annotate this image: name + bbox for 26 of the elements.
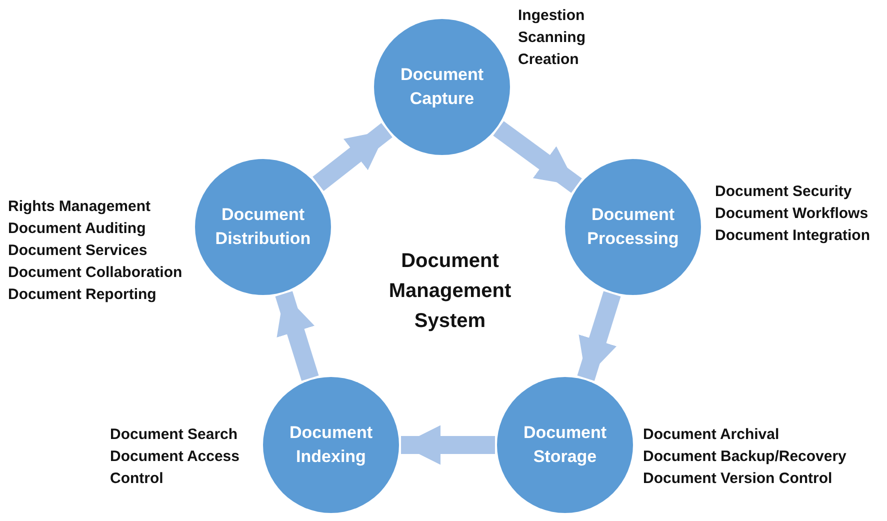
feature-item: Creation: [518, 50, 580, 70]
stage-name: Document Indexing: [288, 422, 374, 468]
feature-item: Document Services: [8, 241, 148, 261]
block-arrow: [577, 291, 621, 381]
feature-item: Document Reporting: [8, 285, 158, 305]
feature-item: Document Backup/Recovery: [643, 447, 846, 467]
feature-item: Document Security: [715, 182, 853, 202]
block-arrow: [275, 291, 319, 381]
stage-name: Document Processing: [586, 204, 680, 250]
feature-item: Document Access Control: [110, 447, 240, 489]
feature-item: Document Workflows: [715, 204, 870, 224]
feature-item: Scanning: [518, 28, 586, 48]
feature-item: Rights Management: [8, 197, 152, 217]
feature-item: Document Collaboration: [8, 263, 182, 283]
block-arrow: [401, 425, 495, 465]
feature-item: Ingestion: [518, 6, 586, 26]
feature-item: Document Version Control: [643, 469, 834, 489]
stage-name: Document Capture: [399, 64, 485, 110]
block-arrow: [493, 121, 582, 193]
feature-item: Document Auditing: [8, 219, 147, 239]
feature-item: Document Archival: [643, 425, 780, 445]
stage-name: Document Storage: [522, 422, 608, 468]
stage-name: Document Distribution: [214, 204, 312, 250]
diagram-title: Document Management System: [388, 249, 512, 334]
feature-item: Document Integration: [715, 226, 870, 246]
feature-item: Document Search: [110, 425, 239, 445]
